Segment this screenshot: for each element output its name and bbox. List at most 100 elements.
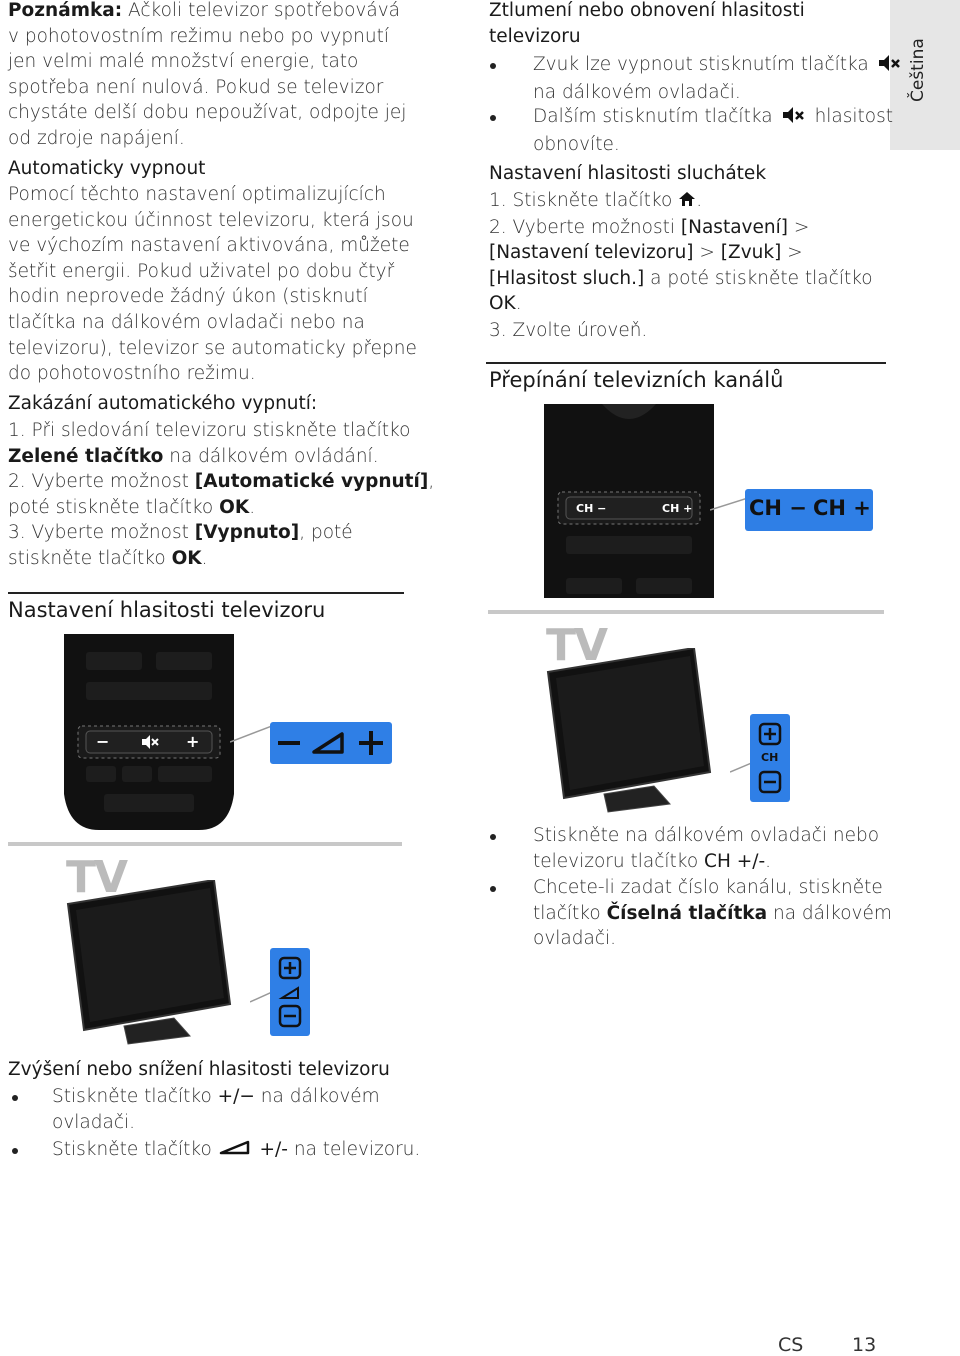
remote-volume-illustration: − + (64, 634, 234, 830)
channel-bullet-1: Stiskněte na dálkovém ovladači nebo tele… (533, 823, 879, 874)
headphones-step-3: 3. Zvolte úroveň. (489, 319, 648, 341)
mute-icon (140, 734, 160, 754)
step-2-line-2: poté stiskněte tlačítko (8, 496, 220, 518)
menu-headphone-volume: [Hlasitost sluch.] (489, 267, 645, 289)
section-divider (8, 592, 404, 594)
mute-bullet-2-text: Dalším stisknutím tlačítka (533, 106, 773, 127)
tv-illustration (546, 648, 712, 813)
mute-bullet-1: Zvuk lze vypnout stisknutím tlačítka na … (533, 52, 903, 105)
ch-plus-callout-label: CH + (813, 496, 871, 520)
ok-label: OK (171, 547, 202, 569)
remote-volume-minus-label: − (96, 732, 110, 751)
channels-section-title: Přepínání televizních kanálů (489, 368, 784, 392)
step-2-prefix: 2. Vyberte možnost (8, 471, 195, 493)
channel-bullet-2-suffix: na dálkovém (767, 902, 892, 924)
bullet (490, 886, 496, 892)
volume-bullet-1-line-2: ovladači. (52, 1111, 136, 1133)
auto-off-line: Pomocí těchto nastavení optimalizujících (8, 184, 386, 205)
separator: > (781, 242, 803, 264)
mute-icon (877, 54, 903, 80)
separator: > (787, 216, 810, 238)
remote-channel-illustration: CH − CH + (544, 404, 714, 598)
menu-tv-settings: [Nastavení televizoru] (489, 242, 694, 264)
note-line-3: spotřeba není nulová. Pokud se televizor (8, 76, 384, 98)
callout-line (250, 991, 272, 1003)
footer-language: CS (778, 1334, 804, 1356)
step-2-comma: , (428, 471, 435, 493)
ok-label: OK (489, 293, 516, 315)
language-tab: Čeština (890, 0, 960, 150)
note-line-2: jen velmi malé množství energie, tato (8, 51, 359, 73)
auto-off-line: šetřit energii. Pokud uživatel po dobu č… (8, 260, 395, 282)
mute-title-line-2: televizoru (489, 25, 581, 47)
auto-off-paragraph: Pomocí těchto nastavení optimalizujících… (8, 182, 417, 387)
auto-off-line: ve výchozím nastavení aktivována, můžete (8, 235, 410, 257)
remote-ch-minus-label: CH − (576, 502, 607, 515)
bullet (490, 115, 496, 121)
home-icon (678, 189, 696, 215)
disable-auto-off-title: Zakázání automatického vypnutí: (8, 393, 318, 414)
volume-bullet-1-suffix: na dálkovém (254, 1086, 380, 1107)
channel-bullet-2: Chcete-li zadat číslo kanálu, stiskněte … (533, 875, 892, 952)
note-line-1: v pohotovostním režimu nebo po vypnutí (8, 25, 389, 47)
tv-channel-buttons: CH (750, 714, 790, 802)
headphones-title: Nastavení hlasitosti sluchátek (489, 163, 767, 184)
volume-bullet-2-suffix: na televizoru. (287, 1139, 421, 1160)
auto-off-line: tlačítka na dálkovém ovladači nebo na (8, 311, 365, 333)
step-3-period: . (201, 547, 208, 569)
remote-volume-plus-label: + (186, 732, 200, 751)
channel-bullet-1-line-1: Stiskněte na dálkovém ovladači nebo (533, 825, 880, 846)
period: . (765, 850, 772, 872)
illustration-divider (488, 610, 884, 614)
volume-buttons-callout (270, 722, 392, 764)
tv-label: TV (546, 620, 608, 671)
volume-adjust-title: Zvýšení nebo snížení hlasitosti televizo… (8, 1059, 390, 1080)
note-line-5: od zdroje napájení. (8, 127, 185, 149)
auto-off-line: energetickou účinnost televizoru, která … (8, 209, 414, 231)
ch-minus-callout-label: CH − (749, 496, 807, 520)
disable-steps: 1. Při sledování televizoru stiskněte tl… (8, 418, 434, 572)
volume-bullet-1: Stiskněte tlačítko +/− na dálkovém ovlad… (52, 1084, 380, 1135)
step-2-period: . (249, 496, 256, 518)
bullet (12, 1095, 18, 1101)
illustration-divider (8, 842, 402, 846)
mute-icon (781, 106, 807, 132)
mute-title-line-1: Ztlumení nebo obnovení hlasitosti (489, 0, 805, 21)
channel-bullet-2-line-1: Chcete-li zadat číslo kanálu, stiskněte (533, 877, 883, 898)
language-tab-label: Čeština (908, 38, 928, 102)
separator: > (693, 242, 721, 264)
channel-bullet-2-prefix: tlačítko (533, 902, 607, 924)
green-button-label: Zelené tlačítko (8, 445, 164, 467)
volume-section-title: Nastavení hlasitosti televizoru (8, 598, 326, 622)
menu-settings: [Nastavení] (680, 216, 788, 238)
tv-ch-label: CH (761, 751, 779, 764)
mute-bullet-2-line-2: obnovíte. (533, 133, 620, 155)
step-3-line-2: stiskněte tlačítko (8, 547, 172, 569)
headphones-step-1-period: . (696, 190, 703, 211)
remote-ch-plus-label: CH + (662, 502, 693, 515)
option-off: [Vypnuto] (194, 522, 300, 544)
numeric-buttons-label: Číselná tlačítka (606, 902, 768, 924)
tv-volume-buttons (270, 948, 310, 1036)
mute-title: Ztlumení nebo obnovení hlasitosti televi… (489, 0, 805, 49)
menu-sound: [Zvuk] (720, 242, 782, 264)
plus-minus-label: +/- (253, 1139, 288, 1160)
step-3-prefix: 3. Vyberte možnost (8, 522, 195, 544)
channel-bullet-1-line-2: televizoru tlačítko (533, 850, 705, 872)
channel-bullet-2-line-3: ovladači. (533, 928, 617, 950)
bullet (490, 834, 496, 840)
tv-illustration (66, 880, 232, 1045)
volume-bullet-2: Stiskněte tlačítko +/- na televizoru. (52, 1137, 420, 1163)
note-line-0: Ačkoli televizor spotřebovává (122, 0, 400, 21)
volume-bullet-1-text: Stiskněte tlačítko (52, 1086, 218, 1107)
note-line-4: chystáte delší dobu nepoužívat, odpojte … (8, 102, 407, 124)
mute-bullet-1-text: Zvuk lze vypnout stisknutím tlačítka (533, 54, 869, 75)
step-1-line-1: 1. Při sledování televizoru stiskněte tl… (8, 420, 411, 441)
ch-plus-minus-label: CH +/- (704, 850, 766, 872)
note-label: Poznámka: (8, 0, 123, 21)
headphones-step-2-prefix: 2. Vyberte možnosti (489, 216, 681, 238)
auto-off-line: hodin neprovede žádný úkon (stisknutí (8, 286, 368, 308)
callout-line (230, 725, 272, 743)
step-1-suffix: na dálkovém ovládání. (163, 445, 379, 467)
ok-label: OK (219, 496, 250, 518)
